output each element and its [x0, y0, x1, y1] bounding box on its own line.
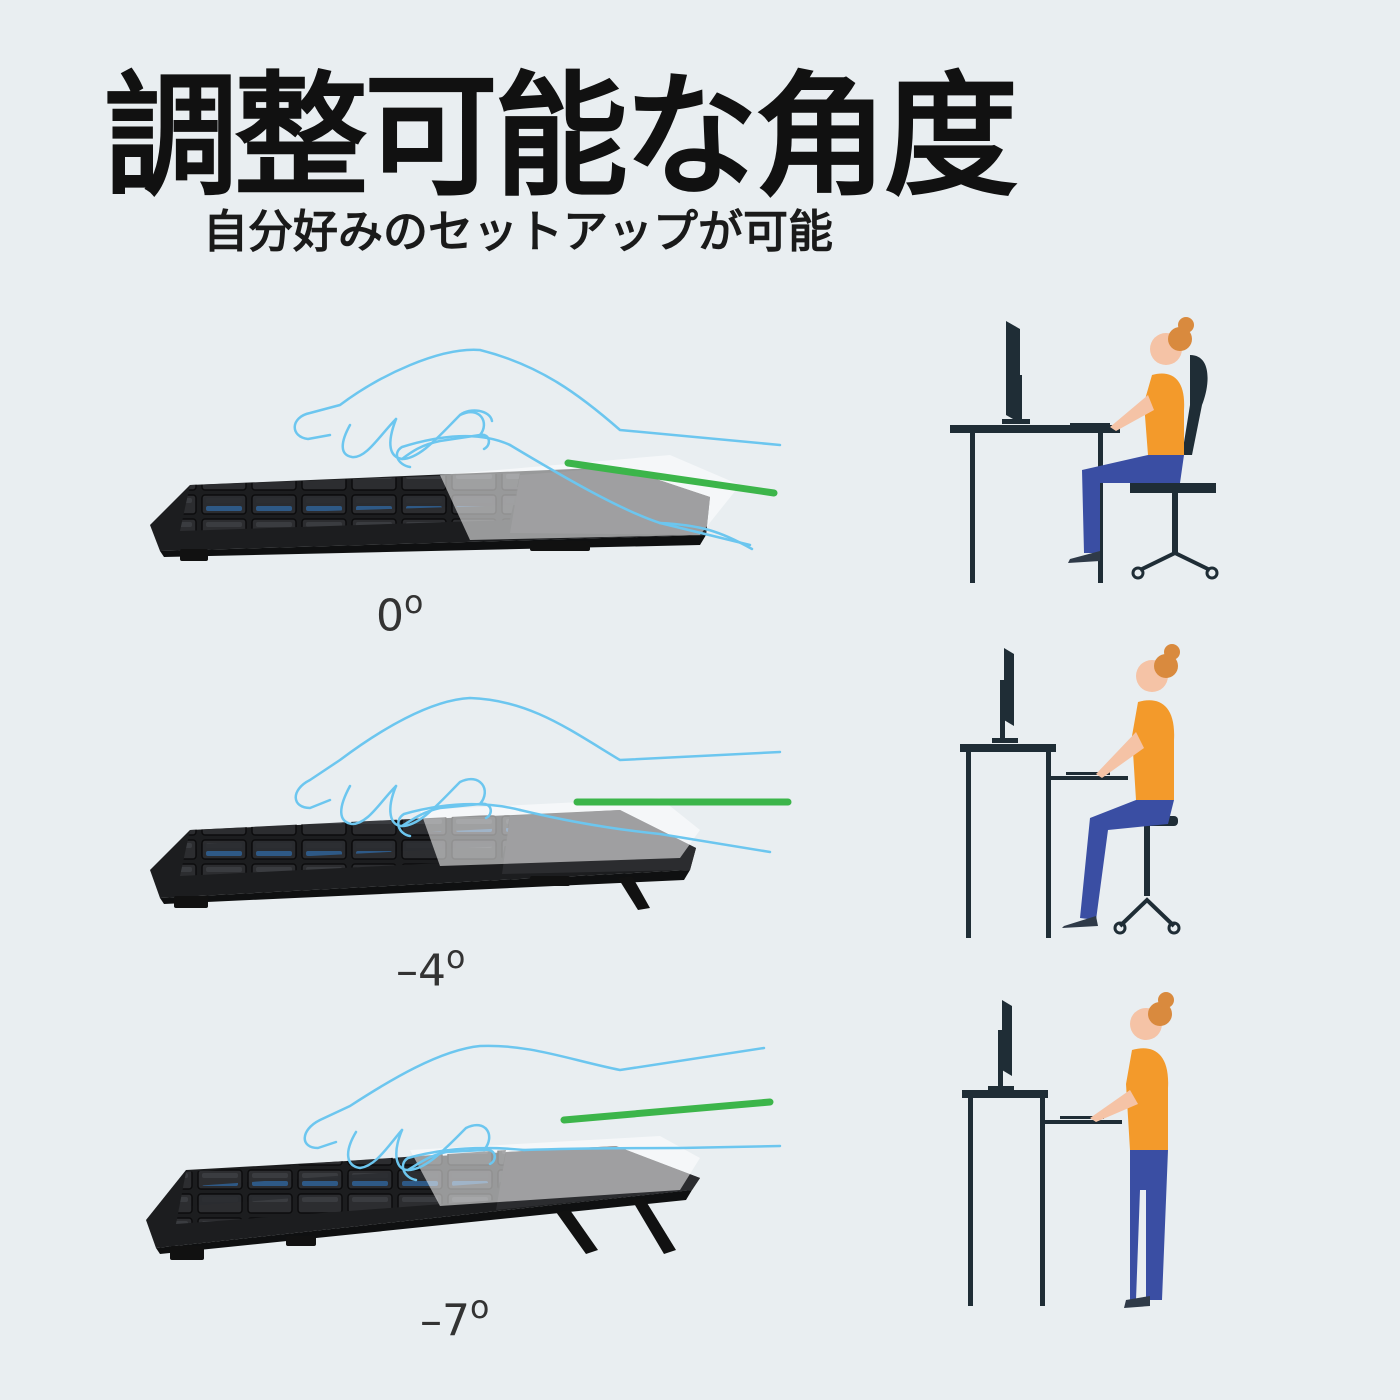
person-standing	[1090, 992, 1174, 1308]
degree-symbol: o	[404, 585, 424, 621]
angle-value: 0	[376, 590, 404, 642]
hand-outline	[303, 1044, 782, 1182]
office-chair-icon	[1130, 355, 1219, 580]
keyboard-illustration	[146, 1044, 782, 1260]
angle-label: 0o	[376, 585, 423, 641]
hand-outline	[294, 696, 782, 854]
page-subtitle: 自分好みのセットアップが可能	[203, 205, 834, 258]
angle-option-minus-4: –4o	[0, 644, 1400, 1050]
keyboard-tray	[1066, 772, 1110, 775]
monitor-icon	[992, 648, 1018, 743]
angle-indicator-line	[560, 1098, 774, 1124]
angle-option-0: 0o	[0, 317, 1400, 695]
keyboard-illustration	[150, 696, 792, 910]
keyboard-illustration	[150, 348, 782, 561]
monitor-icon	[988, 1000, 1014, 1091]
angle-label: –4o	[396, 940, 465, 996]
angle-indicator-line	[564, 459, 778, 497]
stool-icon	[1113, 816, 1181, 935]
palm-rest-overlay	[420, 798, 700, 866]
desk	[960, 744, 1128, 938]
degree-symbol: o	[470, 1290, 490, 1326]
palm-rest-overlay	[410, 1136, 700, 1206]
angle-label: –7o	[420, 1290, 489, 1346]
keyboard-tray	[1070, 423, 1110, 426]
angle-option-minus-7: –7o	[0, 992, 1400, 1400]
monitor-icon	[1002, 321, 1030, 424]
page-title: 調整可能な角度	[104, 59, 1018, 215]
desk	[962, 1090, 1122, 1306]
desk	[950, 425, 1120, 583]
stool-desk-scene	[960, 644, 1181, 938]
angle-value: –4	[396, 945, 446, 997]
person-seated	[1068, 317, 1194, 563]
degree-symbol: o	[446, 940, 466, 976]
angle-value: –7	[420, 1295, 470, 1347]
standing-desk-scene	[962, 992, 1174, 1308]
seated-desk-scene	[950, 317, 1219, 583]
person-on-stool	[1062, 644, 1180, 928]
hand-outline	[293, 348, 782, 551]
keyboard-tray	[1060, 1116, 1104, 1119]
